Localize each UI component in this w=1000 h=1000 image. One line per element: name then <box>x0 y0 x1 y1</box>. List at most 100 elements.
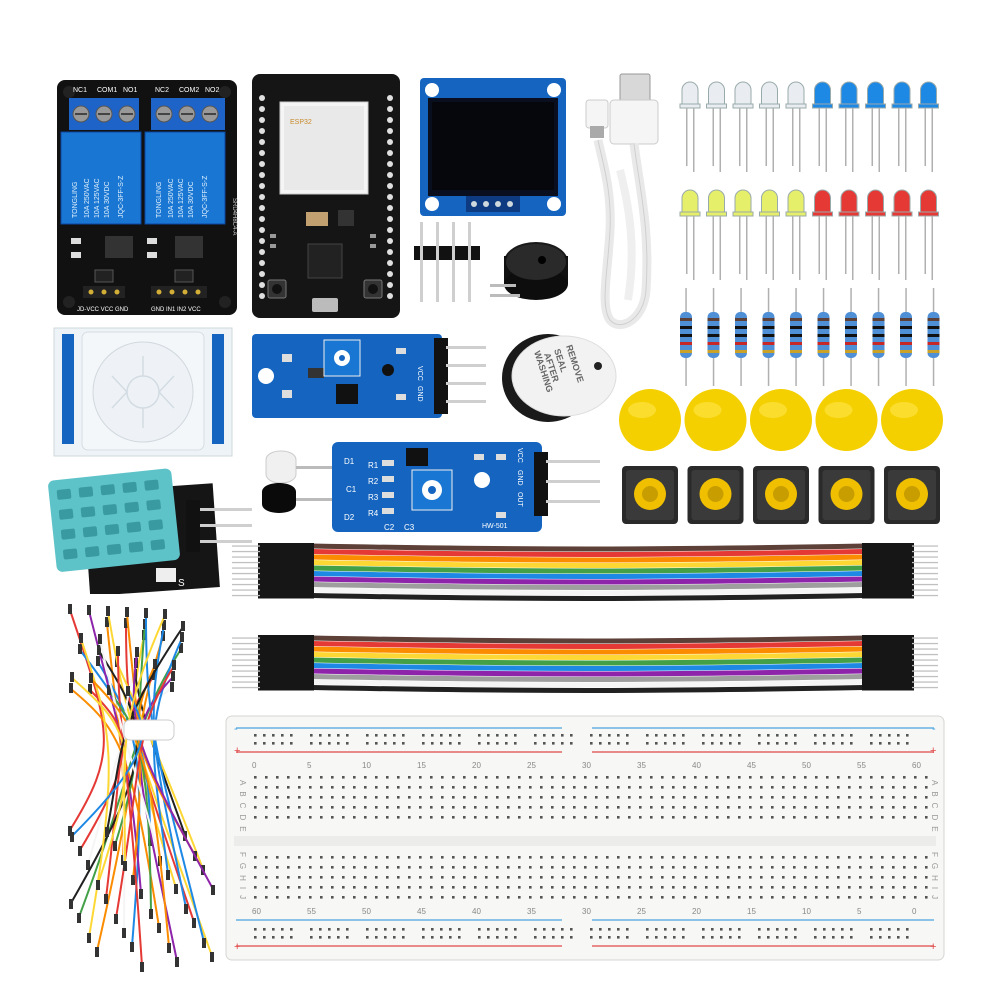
led <box>891 189 913 280</box>
svg-text:10A 125VAC: 10A 125VAC <box>178 178 185 218</box>
column-number: 45 <box>747 761 756 770</box>
led <box>865 81 886 172</box>
svg-text:GND: GND <box>416 386 423 402</box>
led <box>785 81 807 172</box>
svg-text:10A 30VDC: 10A 30VDC <box>188 181 195 218</box>
led <box>838 189 860 280</box>
column-number: 25 <box>527 761 536 770</box>
resistor <box>900 288 912 386</box>
svg-text:FGHIJ: FGHIJ <box>238 852 247 905</box>
jumper-wire <box>80 638 110 938</box>
led <box>918 81 939 172</box>
sensor-module: VCC GND <box>252 334 486 418</box>
resistor <box>735 288 747 386</box>
column-number: 25 <box>637 907 646 916</box>
column-number: 20 <box>692 907 701 916</box>
resistor <box>817 288 830 386</box>
svg-text:R1: R1 <box>368 461 379 470</box>
column-number: 45 <box>417 907 426 916</box>
svg-text:+: + <box>234 941 240 953</box>
svg-text:+: + <box>930 941 936 953</box>
svg-text:10A 250VAC: 10A 250VAC <box>168 178 175 218</box>
jumper-wire <box>69 609 105 831</box>
column-number: 50 <box>362 907 371 916</box>
svg-text:COM2: COM2 <box>179 87 199 94</box>
jumper-wire <box>145 613 205 943</box>
led-array <box>679 81 939 280</box>
svg-text:JD-VCC VCC GND: JD-VCC VCC GND <box>77 307 129 313</box>
jumper-wire <box>71 677 127 885</box>
resistor <box>707 288 720 386</box>
ribbon-cable-1 <box>232 543 938 601</box>
column-number: 55 <box>857 761 866 770</box>
yellow-button-cap <box>750 389 812 451</box>
svg-text:NO1: NO1 <box>123 87 138 94</box>
column-number: 15 <box>417 761 426 770</box>
svg-text:-: - <box>932 723 936 735</box>
svg-text:NO2: NO2 <box>205 87 220 94</box>
led <box>865 189 886 280</box>
svg-text:R3: R3 <box>368 493 379 502</box>
svg-text:10A 250VAC: 10A 250VAC <box>84 178 91 218</box>
yellow-button-cap <box>815 389 878 451</box>
led <box>812 189 833 280</box>
yellow-button-cap <box>684 389 747 451</box>
svg-text:JQC-3FF-S-Z: JQC-3FF-S-Z <box>118 175 125 218</box>
dupont-ribbon-cables <box>232 543 938 693</box>
column-number: 60 <box>912 761 921 770</box>
column-number: 5 <box>307 761 312 770</box>
svg-text:D1: D1 <box>344 457 355 466</box>
svg-text:NC1: NC1 <box>73 87 87 94</box>
column-number: 30 <box>582 907 591 916</box>
svg-text:TONGLING: TONGLING <box>156 182 163 218</box>
jumper-wire <box>90 678 170 948</box>
column-number: 40 <box>472 907 481 916</box>
led <box>812 81 833 172</box>
column-number: 10 <box>362 761 371 770</box>
usb-cable <box>585 73 659 330</box>
jumper-wire <box>123 614 166 866</box>
yellow-button-cap <box>619 389 681 451</box>
column-number: 20 <box>472 761 481 770</box>
svg-text:ESP32: ESP32 <box>290 119 312 126</box>
led <box>785 189 807 280</box>
svg-text:FGHIJ: FGHIJ <box>930 852 939 905</box>
jumper-wire <box>153 637 183 875</box>
svg-text:TONGLING: TONGLING <box>72 182 79 218</box>
led <box>706 189 727 280</box>
resistor <box>872 288 885 386</box>
svg-text:OUT: OUT <box>516 492 523 508</box>
yellow-button-cap <box>881 389 943 451</box>
svg-text:NC2: NC2 <box>155 87 169 94</box>
svg-text:-: - <box>234 723 238 735</box>
svg-text:ABCDE: ABCDE <box>930 780 939 838</box>
led <box>732 81 754 172</box>
resistor <box>790 288 802 386</box>
column-number: 35 <box>637 761 646 770</box>
jumper-wire <box>71 691 143 837</box>
svg-text:GND IN1 IN2 VCC: GND IN1 IN2 VCC <box>151 307 201 313</box>
svg-text:COM1: COM1 <box>97 87 117 94</box>
led <box>838 81 860 172</box>
dht11-sensor: S <box>48 468 252 594</box>
column-number: 5 <box>857 907 862 916</box>
led <box>679 189 701 280</box>
svg-text:D2: D2 <box>344 513 355 522</box>
active-buzzer <box>490 242 568 300</box>
esp32-board: ESP32 <box>252 74 400 318</box>
svg-text:SRD4H8C4-A: SRD4H8C4-A <box>231 198 237 235</box>
led <box>759 81 780 172</box>
svg-text:10A 30VDC: 10A 30VDC <box>104 181 111 218</box>
column-number: 60 <box>252 907 261 916</box>
tactile-switch <box>687 466 744 524</box>
tactile-switch <box>622 466 678 524</box>
column-number: 0 <box>912 907 917 916</box>
resistor <box>680 288 692 386</box>
svg-text:C2: C2 <box>384 523 395 532</box>
ir-sensor-module: D1 D2 R1 R2 R3 R4 C1 C2 C3 HW-501 VCC GN… <box>262 442 600 532</box>
svg-text:+: + <box>234 745 240 757</box>
svg-text:+: + <box>930 745 936 757</box>
svg-text:HW-501: HW-501 <box>482 523 508 530</box>
led <box>918 189 939 280</box>
